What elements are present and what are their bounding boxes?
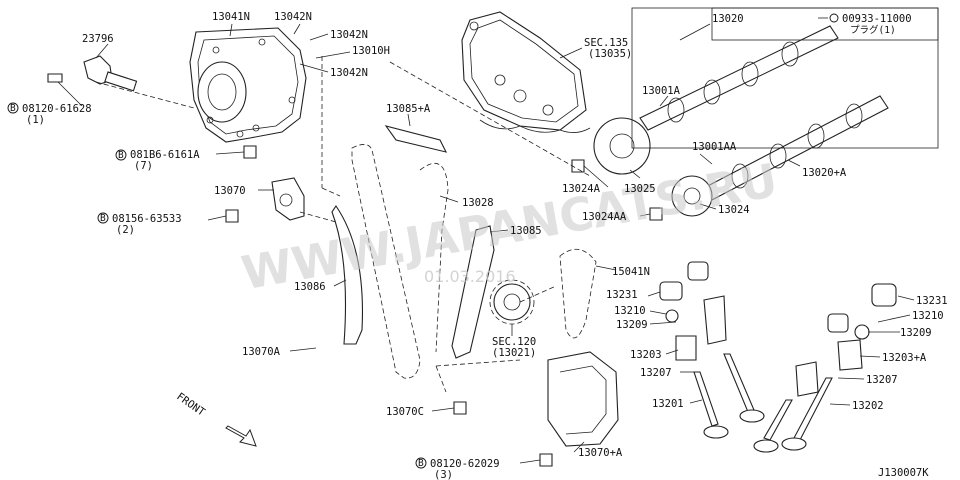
label-13024: 13024 [718, 204, 750, 216]
label-13041N: 13041N [212, 11, 250, 23]
label-13085: 13085 [510, 225, 542, 237]
slack-guide-part [451, 225, 495, 359]
tension-guide-part [331, 205, 363, 345]
qty-08156-63533: (2) [116, 224, 135, 236]
bolt-parts [225, 145, 663, 467]
cam-sprocket-parts [593, 117, 713, 217]
label-13020: 13020 [712, 13, 744, 25]
label-13207-b: 13207 [866, 374, 898, 386]
label-08156-63533: 08156-63533 [112, 213, 182, 225]
label-23796: 23796 [82, 33, 114, 45]
qty-08120-61628: (1) [26, 114, 45, 126]
cylinder-head-part [461, 11, 591, 133]
label-13020A: 13020+A [802, 167, 847, 179]
label-13202: 13202 [852, 400, 884, 412]
cam-sensor-part [47, 55, 138, 92]
lower-tensioner-part [547, 351, 619, 447]
label-08120-62029: 08120-62029 [430, 458, 500, 470]
front-arrow-icon [225, 425, 257, 447]
label-13042N-c: 13042N [330, 67, 368, 79]
bolt-marker-icon [415, 457, 427, 469]
part-labels: 23796 13041N 13042N 13042N 13010H 13042N… [7, 11, 948, 480]
label-plug-qty: プラグ(1) [850, 24, 896, 36]
label-13203A: 13203+A [882, 352, 927, 364]
label-sec135-ref: (13035) [588, 48, 632, 60]
chain-tensioner-part [271, 177, 305, 221]
camshaft-group-box [631, 7, 939, 149]
label-13042N-b: 13042N [330, 29, 368, 41]
label-13210-a: 13210 [614, 305, 646, 317]
bolt-marker-icon [7, 102, 19, 114]
label-13070A2: 13070+A [578, 447, 623, 459]
qty-081B6-6161A: (7) [134, 160, 153, 172]
bolt-marker-icon [97, 212, 109, 224]
label-13231-a: 13231 [606, 289, 638, 301]
label-13086: 13086 [294, 281, 326, 293]
label-13207-a: 13207 [640, 367, 672, 379]
label-sec135: SEC.135 [584, 37, 628, 49]
plug-icon [829, 13, 839, 23]
label-13070C: 13070C [386, 406, 424, 418]
label-13203: 13203 [630, 349, 662, 361]
label-13042N-a: 13042N [274, 11, 312, 23]
bolt-marker-letter: B [10, 103, 16, 114]
crank-sprocket-part [489, 279, 535, 325]
secondary-chain-part [559, 248, 597, 339]
bolt-marker-icon [115, 149, 127, 161]
watermark-date: 01.03.2016 [424, 267, 516, 286]
label-13209-a: 13209 [616, 319, 648, 331]
label-sec120: SEC.120 [492, 336, 536, 348]
reference-dashed-lines [95, 56, 591, 393]
qty-08120-62029: (3) [434, 469, 453, 480]
label-13024AA: 13024AA [582, 211, 627, 223]
timing-cover-part [189, 27, 307, 143]
label-08120-61628: 08120-61628 [22, 103, 92, 115]
label-13231-b: 13231 [916, 295, 948, 307]
label-13210-b: 13210 [912, 310, 944, 322]
label-13209-b: 13209 [900, 327, 932, 339]
label-13025: 13025 [624, 183, 656, 195]
label-13085A: 13085+A [386, 103, 431, 115]
camshaft-parts [639, 25, 889, 203]
diagram-id: J130007K [878, 467, 929, 479]
label-00933-11000: 00933-11000 [842, 13, 912, 25]
label-13001A: 13001A [642, 85, 681, 97]
timing-chain-part [351, 125, 449, 379]
label-13201: 13201 [652, 398, 684, 410]
leader-lines [57, 17, 915, 464]
label-13070: 13070 [214, 185, 246, 197]
label-13010H: 13010H [352, 45, 390, 57]
label-sec120-ref: (13021) [492, 347, 536, 359]
label-13070A: 13070A [242, 346, 281, 358]
valve-parts-right [753, 283, 897, 453]
label-13024A: 13024A [562, 183, 601, 195]
label-15041N: 15041N [612, 266, 650, 278]
label-081B6-6161A: 081B6-6161A [130, 149, 200, 161]
label-13028: 13028 [462, 197, 494, 209]
label-front: FRONT [174, 391, 207, 419]
bolt-marker-letter: B [100, 213, 106, 224]
valve-parts-left [659, 261, 765, 439]
label-13001AA: 13001AA [692, 141, 737, 153]
bolt-marker-letter: B [418, 458, 424, 469]
bolt-marker-letter: B [118, 150, 124, 161]
